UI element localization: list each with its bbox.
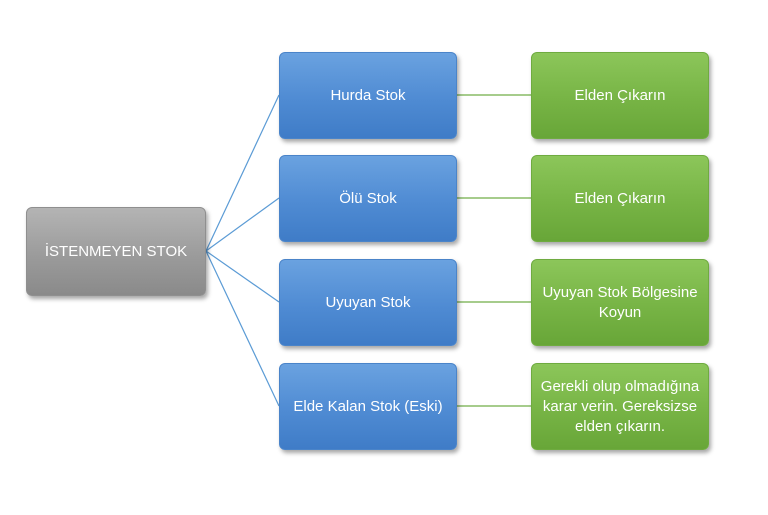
action-node-olu-stok: Elden Çıkarın bbox=[531, 155, 709, 242]
root-node: İSTENMEYEN STOK bbox=[26, 207, 206, 296]
action-node-label: Uyuyan Stok Bölgesine Koyun bbox=[542, 283, 698, 321]
branch-node-hurda-stok: Hurda Stok bbox=[279, 52, 457, 139]
action-node-label: Gerekli olup olmadığına karar verin. Ger… bbox=[540, 377, 700, 435]
branch-node-label: Elde Kalan Stok (Eski) bbox=[293, 397, 443, 415]
branch-node-elde-kalan-stok: Elde Kalan Stok (Eski) bbox=[279, 363, 457, 450]
connector-root-branch-1 bbox=[205, 94, 280, 252]
action-node-elde-kalan-stok: Gerekli olup olmadığına karar verin. Ger… bbox=[531, 363, 709, 450]
action-node-hurda-stok: Elden Çıkarın bbox=[531, 52, 709, 139]
branch-node-label: Uyuyan Stok bbox=[325, 293, 411, 311]
branch-node-uyuyan-stok: Uyuyan Stok bbox=[279, 259, 457, 346]
action-node-label: Elden Çıkarın bbox=[574, 86, 666, 104]
action-node-label: Elden Çıkarın bbox=[574, 189, 666, 207]
connector-root-branch-2 bbox=[205, 197, 280, 252]
branch-node-label: Hurda Stok bbox=[330, 86, 406, 104]
connector-root-branch-4 bbox=[205, 250, 280, 407]
action-node-uyuyan-stok: Uyuyan Stok Bölgesine Koyun bbox=[531, 259, 709, 346]
root-node-label: İSTENMEYEN STOK bbox=[44, 242, 188, 260]
branch-node-olu-stok: Ölü Stok bbox=[279, 155, 457, 242]
branch-node-label: Ölü Stok bbox=[339, 189, 397, 207]
connector-root-branch-3 bbox=[205, 250, 280, 303]
